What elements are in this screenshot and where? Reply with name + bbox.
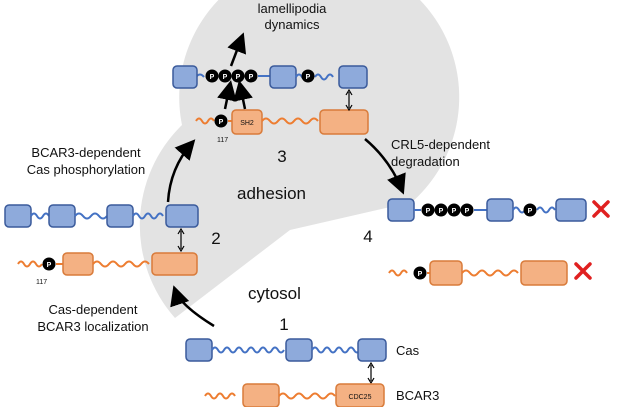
- phospho-label: P: [223, 74, 228, 81]
- phospho-label: P: [426, 208, 431, 215]
- degrade-x-icon: [592, 200, 610, 218]
- phospho-label: P: [219, 119, 224, 126]
- phospho-label: P: [418, 271, 423, 278]
- phospho-label: P: [528, 208, 533, 215]
- arrow-to-lamellipodia: [227, 32, 247, 67]
- cdc25-domain-label: CDC25: [349, 394, 372, 401]
- cytosol-label: cytosol: [248, 284, 301, 303]
- crl5-label-line1: CRL5-dependent: [391, 137, 490, 152]
- phospho-label: P: [236, 74, 241, 81]
- bcar3-protein-state4: P: [388, 260, 568, 286]
- phospho-label: P: [306, 74, 311, 81]
- step-4-label: 4: [363, 227, 372, 246]
- crl5-label-line2: degradation: [391, 154, 460, 169]
- phospho-label: P: [439, 208, 444, 215]
- bcar3-phos-label-line1: BCAR3-dependent: [31, 145, 141, 160]
- bcar3-label: BCAR3: [396, 388, 439, 403]
- bcar3-protein-state2: P 117: [17, 252, 198, 286]
- phospho-label: P: [47, 262, 52, 269]
- cas-label: Cas: [396, 343, 420, 358]
- phospho-label: P: [249, 74, 254, 81]
- lamellipodia-label-line1: lamellipodia: [258, 1, 327, 16]
- adhesion-label: adhesion: [237, 184, 306, 203]
- phospho-cluster-state3: P P P P P: [205, 69, 315, 83]
- sh2-domain-label: SH2: [240, 120, 254, 127]
- cas-protein-state2: [4, 204, 199, 228]
- arrow-step2-to-step3: [166, 139, 196, 203]
- cas-dep-label-line1: Cas-dependent: [49, 302, 138, 317]
- cas-dep-label-line2: BCAR3 localization: [37, 319, 148, 334]
- cas-protein-state1: [185, 338, 387, 362]
- degrade-x-icon: [574, 262, 592, 280]
- arrow-sh2-to-phospho: [233, 80, 253, 110]
- bcar3-protein-state3: P SH2 117: [195, 109, 369, 144]
- step-2-label: 2: [211, 229, 220, 248]
- phospho-label: P: [452, 208, 457, 215]
- lamellipodia-label-line2: dynamics: [265, 17, 320, 32]
- bcar3-phos-label-line2: Cas phosphorylation: [27, 162, 146, 177]
- bcar3-protein-state1: CDC25: [204, 383, 385, 407]
- arrow-step1-to-step2: [170, 285, 215, 328]
- step-3-label: 3: [277, 147, 286, 166]
- phospho-label: P: [465, 208, 470, 215]
- arrow-step3-to-step4: [364, 138, 406, 195]
- cas-protein-state4: P P P P P: [387, 198, 587, 222]
- arrow-sh2-to-phospho: [217, 80, 237, 110]
- residue-117-label: 117: [36, 279, 47, 286]
- residue-117-label: 117: [217, 137, 228, 144]
- phospho-label: P: [210, 74, 215, 81]
- step-1-label: 1: [279, 315, 288, 334]
